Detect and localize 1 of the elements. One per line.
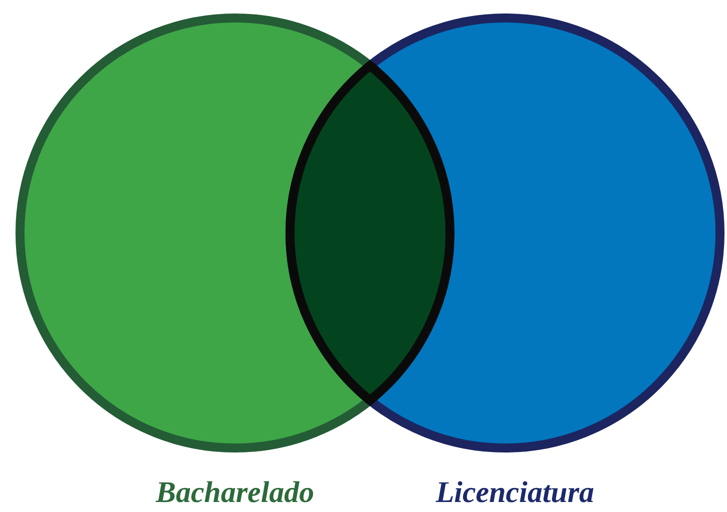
- overlap-region: [286, 61, 454, 405]
